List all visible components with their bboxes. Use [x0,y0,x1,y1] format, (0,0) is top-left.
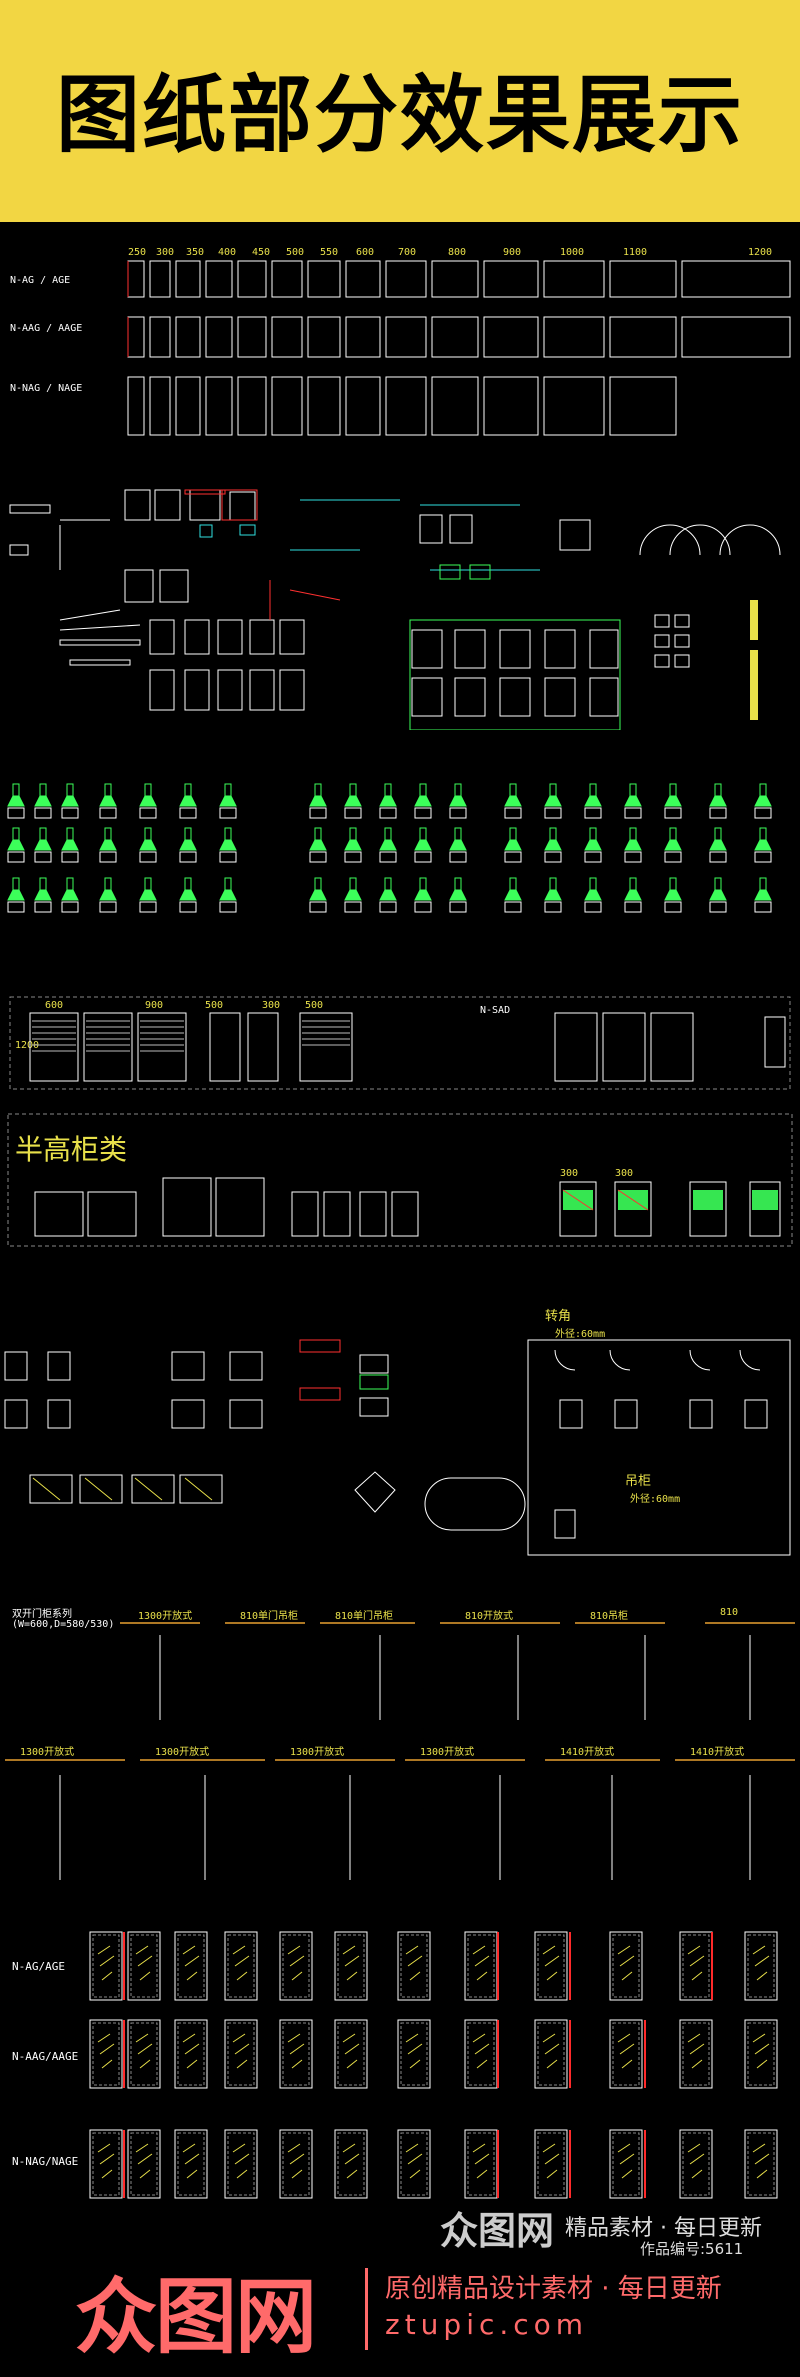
page-title: 图纸部分效果展示 [55,66,744,164]
series-title: 1300开放式 [290,1747,345,1758]
series-title: 810单门吊柜 [335,1611,394,1622]
half-height-section: 半高柜类 300 300 [0,1110,800,1250]
dim-label: 500 [286,247,305,258]
dim-label: 1200 [15,1040,40,1051]
door-row-3 [127,376,677,436]
dim-label: 450 [252,247,271,258]
glass-row-3 [89,2129,778,2199]
door-row-2 [127,316,791,358]
title-row-2: 1300开放式 1300开放式 1300开放式 1300开放式 1410开放式 … [0,1743,800,1763]
dim-label: 300 [615,1168,634,1179]
row-label: N-AG / AGE [10,275,71,286]
watermark-line2: 作品编号:5611 [640,2240,744,2258]
hood-group-left [7,783,237,913]
glass-door-drawing [89,1931,778,2199]
note-label: 外径:60mm [630,1494,681,1505]
corner-cabinet-drawing [4,1339,791,1556]
section-title: 半高柜类 [15,1133,128,1166]
series-title: 1410开放式 [690,1747,745,1758]
series-title: 1300开放式 [420,1747,475,1758]
series-title: 1300开放式 [155,1747,210,1758]
dim-label: 300 [262,1000,281,1011]
series-title: 1300开放式 [20,1747,75,1758]
series-header: (W=600,D=580/530) [12,1619,115,1630]
glass-door-section: N-AG/AGE N-AAG/AAGE N-NAG/NAGE [0,1920,800,2220]
dim-label: 900 [503,247,522,258]
dim-label: 300 [560,1168,579,1179]
door-elevation-drawing [127,260,791,436]
dim-label: 400 [218,247,237,258]
dim-label: 300 [156,247,175,258]
watermark-area: 众图网 精品素材 · 每日更新 作品编号:5611 众图网 原创精品设计素材 ·… [0,2209,800,2377]
cad-details-section [0,470,800,730]
tall-cabinet-section: 600 900 500 300 500 1200 N-SAD [0,995,800,1095]
series-title: 1300开放式 [138,1611,193,1622]
dim-label: 1100 [623,247,648,258]
row-label: N-NAG/NAGE [12,2155,79,2168]
dim-label: 900 [145,1000,164,1011]
dim-label: 500 [305,1000,324,1011]
range-hood-section [0,778,800,943]
cad-details-drawing [9,489,781,730]
dim-label: 1000 [560,247,585,258]
series-title: 1410开放式 [560,1747,615,1758]
dim-label: 1200 [748,247,773,258]
dim-label: 800 [448,247,467,258]
hood-group-right [504,783,772,913]
half-height-drawing [7,1113,793,1247]
series-header: 双开门柜系列 [12,1609,72,1620]
corner-label: 吊柜 [625,1474,652,1489]
series-title: 810 [720,1607,739,1618]
brand-logo: 众图网 [75,2270,317,2365]
dim-row: 250 300 350 400 450 500 550 600 700 800 … [128,247,798,259]
range-hood-drawing [7,783,772,913]
series-title: 810单门吊柜 [240,1611,299,1622]
watermark-line1: 精品素材 · 每日更新 [565,2216,762,2241]
tall-cabinet-drawing [9,996,791,1090]
cabinet-series-section: 双开门柜系列 (W=600,D=580/530) 1300开放式 810单门吊柜… [0,1595,800,1885]
dim-label: 600 [45,1000,64,1011]
dim-label: 250 [128,247,147,258]
brand-slogan: 原创精品设计素材 · 每日更新 [385,2274,722,2304]
side-label: N-SAD [480,1005,511,1016]
row-label: N-AG/AGE [12,1960,65,1973]
dim-label: 500 [205,1000,224,1011]
door-row-1 [127,260,791,298]
note-label: 外径:60mm [555,1329,606,1340]
row-label: N-AAG / AAGE [10,323,83,334]
hood-group-middle [309,783,467,913]
row-label: N-NAG / NAGE [10,383,83,394]
glass-row-2 [89,2019,778,2089]
dim-label: 600 [356,247,375,258]
dim-label: 550 [320,247,339,258]
corner-label: 转角 [545,1309,572,1324]
title-row-1: 1300开放式 810单门吊柜 810单门吊柜 810开放式 810吊柜 810 [0,1607,800,1627]
dim-label: 350 [186,247,205,258]
watermark-logo-small: 众图网 [440,2209,555,2253]
door-elevations-section: N-AG / AGE N-AAG / AAGE N-NAG / NAGE 250… [0,235,800,450]
series-title: 810吊柜 [590,1611,629,1622]
cabinet-series-drawing [5,1622,795,1880]
title-banner: 图纸部分效果展示 [0,0,800,222]
dim-label: 700 [398,247,417,258]
glass-row-1 [89,1931,778,2001]
corner-cabinet-section: 转角 吊柜 外径:60mm 外径:60mm [0,1300,800,1570]
brand-divider [365,2268,368,2350]
row-label: N-AAG/AAGE [12,2050,79,2063]
series-title: 810开放式 [465,1611,514,1622]
brand-url: ztupic.com [385,2308,589,2341]
